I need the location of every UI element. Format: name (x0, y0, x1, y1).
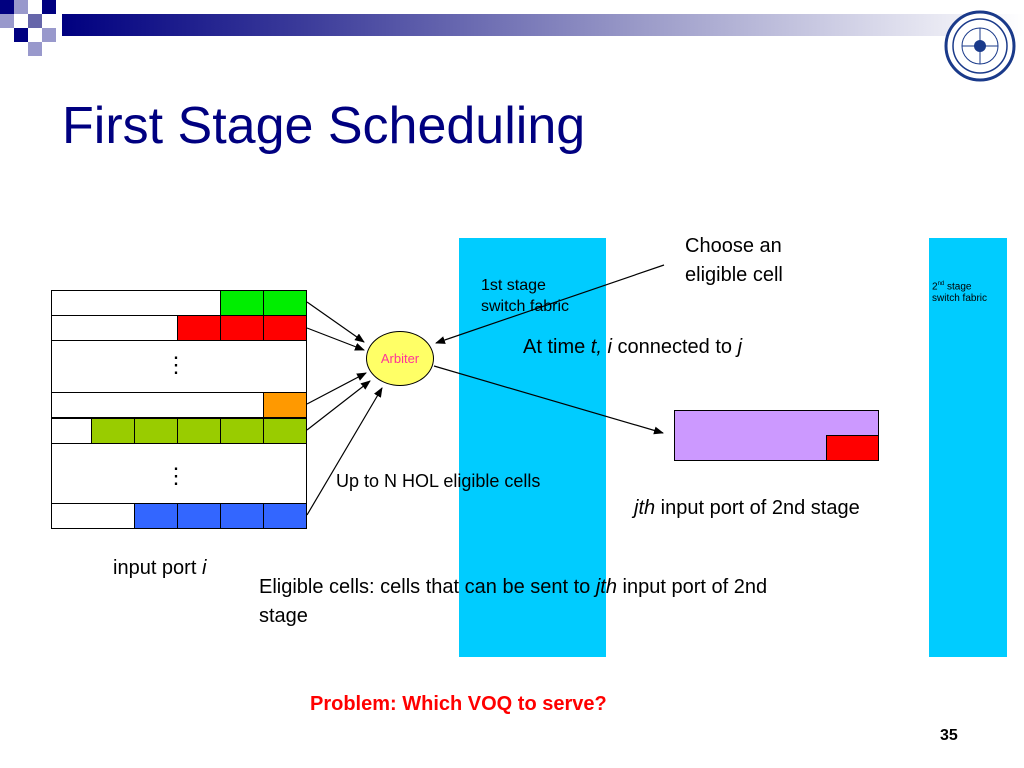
voq-queue (51, 418, 307, 444)
queue-cell (177, 504, 220, 528)
decor-square (0, 0, 14, 14)
decor-square (14, 0, 28, 14)
connected-label: At time t, i connected to j (523, 336, 743, 358)
decor-square (28, 42, 42, 56)
queue-cell (177, 316, 220, 340)
arrow-voq-to-arbiter (306, 327, 365, 351)
input-port-label: input port i (113, 557, 207, 579)
problem-statement: Problem: Which VOQ to serve? (310, 693, 607, 715)
queue-cell (263, 291, 306, 315)
choose-eligible-cell-label: Choose an eligible cell (685, 235, 783, 286)
queue-cell (220, 419, 263, 443)
arrow-voq-to-arbiter (306, 380, 371, 431)
queue-cell (263, 393, 306, 417)
queue-cell (220, 291, 263, 315)
second-stage-fabric (929, 238, 1007, 657)
arrow-voq-to-arbiter (306, 387, 383, 516)
arrow-voq-to-arbiter (306, 372, 367, 405)
queue-cell (91, 419, 134, 443)
decor-square (14, 28, 28, 42)
first-stage-label: 1st stage switch fabric (481, 277, 570, 315)
voq-queue (51, 315, 307, 341)
decor-square (0, 14, 14, 28)
second-stage-label: 2nd stage switch fabric (932, 281, 988, 305)
voq-queue (51, 503, 307, 529)
arbiter-label: Arbiter (380, 351, 420, 366)
voq-queue (51, 290, 307, 316)
queue-cell (220, 316, 263, 340)
arrow-voq-to-arbiter (306, 301, 365, 343)
decor-square (42, 0, 56, 14)
slide-number: 35 (940, 727, 958, 744)
university-seal-icon (944, 10, 1016, 82)
decor-square (28, 14, 42, 28)
arrow-choose-to-arbiter (435, 264, 665, 344)
voq-queue (51, 392, 307, 418)
hol-eligible-cells-label: Up to N HOL eligible cells (336, 471, 541, 491)
second-stage-cell (826, 435, 879, 461)
ellipsis-upper: ⋮ (165, 352, 187, 377)
first-stage-fabric (459, 238, 606, 657)
jth-input-port-label: jth input port of 2nd stage (634, 497, 860, 519)
arbiter: Arbiter (366, 331, 434, 386)
slide-title: First Stage Scheduling (62, 97, 586, 155)
arrow-arbiter-to-queue (433, 365, 664, 435)
decor-square (42, 28, 56, 42)
queue-cell (263, 316, 306, 340)
queue-cell (177, 419, 220, 443)
queue-cell (263, 504, 306, 528)
queue-cell (134, 419, 177, 443)
queue-cell (220, 504, 263, 528)
header-band (62, 14, 1024, 36)
eligible-cells-definition: Eligible cells: cells that can be sent t… (259, 576, 768, 627)
queue-cell (134, 504, 177, 528)
queue-cell (263, 419, 306, 443)
ellipsis-lower: ⋮ (165, 463, 187, 488)
